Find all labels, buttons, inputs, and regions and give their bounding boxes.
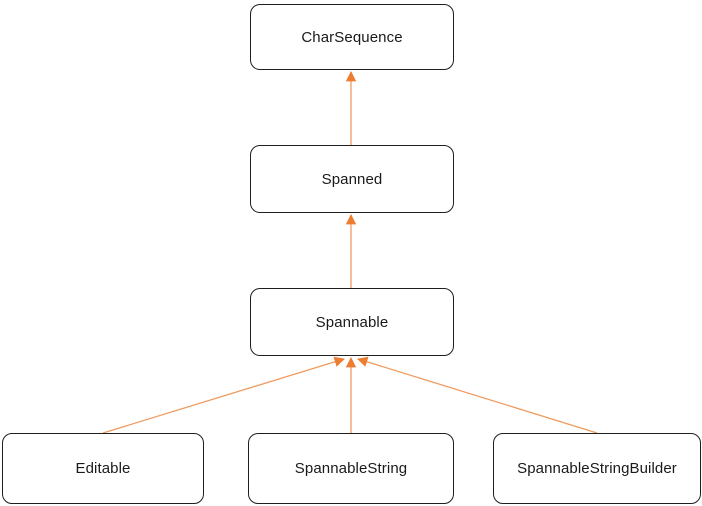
node-spanned: Spanned bbox=[250, 145, 454, 213]
node-spanned-label: Spanned bbox=[321, 170, 383, 188]
node-spannablestring-label: SpannableString bbox=[294, 460, 408, 477]
edge-spannablestringbuilder-to-spannable bbox=[357, 356, 598, 434]
edge-editable-to-spannable bbox=[102, 356, 345, 434]
node-spannablestringbuilder: SpannableStringBuilder bbox=[493, 433, 701, 504]
node-spannable: Spannable bbox=[250, 288, 454, 356]
node-editable-label: Editable bbox=[75, 460, 131, 477]
node-spannablestring: SpannableString bbox=[248, 433, 454, 504]
node-charsequence: CharSequence bbox=[250, 4, 454, 70]
node-charsequence-label: CharSequence bbox=[301, 28, 403, 46]
node-editable: Editable bbox=[2, 433, 204, 504]
node-spannable-label: Spannable bbox=[315, 313, 389, 331]
node-spannablestringbuilder-label: SpannableStringBuilder bbox=[517, 460, 677, 477]
